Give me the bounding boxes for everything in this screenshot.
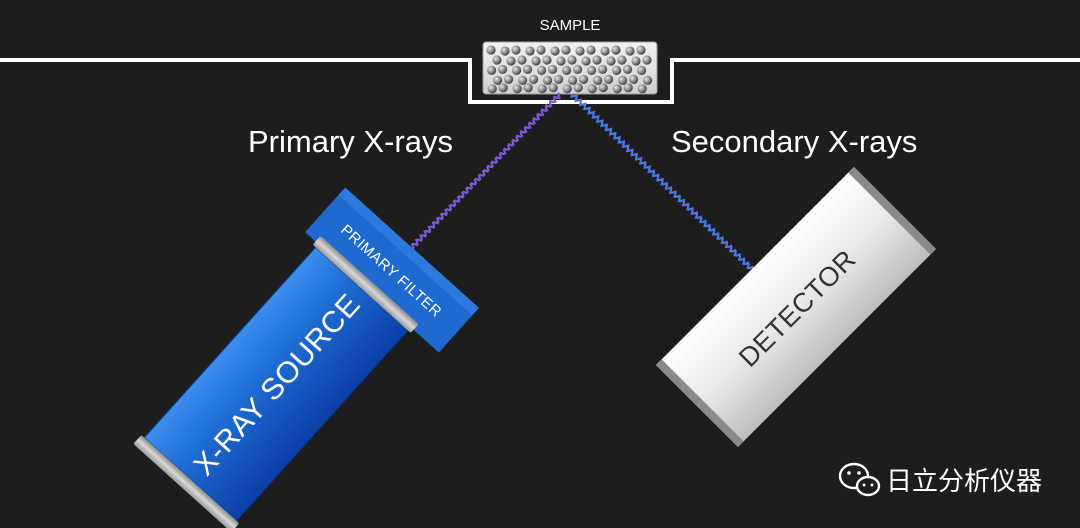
sample-particle bbox=[579, 74, 589, 84]
sample-particle bbox=[492, 55, 502, 65]
sample-particle bbox=[506, 56, 516, 66]
sample-particle bbox=[523, 83, 533, 93]
sample-particle bbox=[643, 75, 653, 85]
sample-particle bbox=[550, 46, 560, 56]
sample-particle bbox=[562, 84, 572, 94]
sample-particle bbox=[556, 56, 566, 66]
sample-particle bbox=[604, 74, 614, 84]
sample-particle bbox=[554, 74, 564, 84]
sample-label: SAMPLE bbox=[540, 17, 601, 34]
sample-particle bbox=[486, 45, 496, 55]
sample-particle bbox=[529, 74, 539, 84]
sample-particle bbox=[500, 46, 510, 56]
sample-particle bbox=[593, 75, 603, 85]
sample-particle bbox=[637, 84, 647, 94]
sample-stage-outline bbox=[0, 58, 1080, 104]
detector: DETECTOR bbox=[655, 166, 937, 448]
xray-source: X-RAY SOURCE bbox=[134, 236, 418, 528]
watermark-text: 日立分析仪器 bbox=[886, 467, 1042, 497]
sample-particle bbox=[542, 55, 552, 65]
sample-particle bbox=[487, 84, 497, 94]
sample-particle bbox=[523, 64, 533, 74]
sample-particle bbox=[592, 55, 602, 65]
sample-particle bbox=[504, 74, 514, 84]
sample-particle bbox=[548, 64, 558, 74]
sample-particle bbox=[562, 65, 572, 75]
wechat-icon bbox=[838, 462, 881, 497]
primary-xrays-label: Primary X-rays bbox=[248, 124, 453, 159]
sample-particle bbox=[537, 65, 547, 75]
sample-particle bbox=[617, 55, 627, 65]
sample-particle bbox=[636, 45, 646, 55]
sample-particle bbox=[568, 75, 578, 85]
sample-particle bbox=[587, 65, 597, 75]
sample-particle bbox=[512, 84, 522, 94]
sample-particle bbox=[561, 45, 571, 55]
sample-particle bbox=[598, 83, 608, 93]
sample-particles bbox=[486, 45, 653, 94]
sample-particle bbox=[642, 55, 652, 65]
sample-particle bbox=[637, 65, 647, 75]
sample-particle bbox=[518, 75, 528, 85]
secondary-xray-beam bbox=[570, 93, 766, 282]
sample-particle bbox=[511, 45, 521, 55]
sample-particle bbox=[543, 75, 553, 85]
sample-block bbox=[482, 41, 658, 95]
sample-particle bbox=[573, 83, 583, 93]
watermark: 日立分析仪器 bbox=[838, 462, 1042, 497]
sample-particle bbox=[548, 83, 558, 93]
sample-particle bbox=[598, 64, 608, 74]
sample-particle bbox=[581, 56, 591, 66]
sample-particle bbox=[606, 56, 616, 66]
sample-particle bbox=[498, 83, 508, 93]
sample-particle bbox=[525, 46, 535, 56]
sample-particle bbox=[611, 45, 621, 55]
sample-particle bbox=[587, 84, 597, 94]
sample-particle bbox=[493, 75, 503, 85]
sample-particle bbox=[487, 65, 497, 75]
secondary-xrays-label: Secondary X-rays bbox=[671, 124, 917, 159]
sample-particle bbox=[511, 65, 522, 75]
sample-particle bbox=[498, 64, 508, 74]
sample-particle bbox=[586, 45, 596, 55]
sample-particle bbox=[623, 83, 633, 93]
sample-particle bbox=[625, 46, 635, 56]
sample-particle bbox=[537, 84, 547, 94]
sample-particle bbox=[517, 55, 527, 65]
sample-particle bbox=[612, 65, 622, 75]
sample-particle bbox=[573, 64, 583, 74]
sample-particle bbox=[575, 46, 585, 56]
sample-particle bbox=[631, 56, 641, 66]
sample-particle bbox=[612, 84, 622, 94]
sample-particle bbox=[567, 55, 577, 65]
sample-particle bbox=[629, 74, 639, 84]
sample-particle bbox=[531, 56, 541, 66]
sample-particle bbox=[600, 46, 610, 56]
sample-particle bbox=[536, 45, 546, 55]
sample-particle bbox=[623, 64, 633, 74]
sample-particle bbox=[618, 75, 628, 85]
